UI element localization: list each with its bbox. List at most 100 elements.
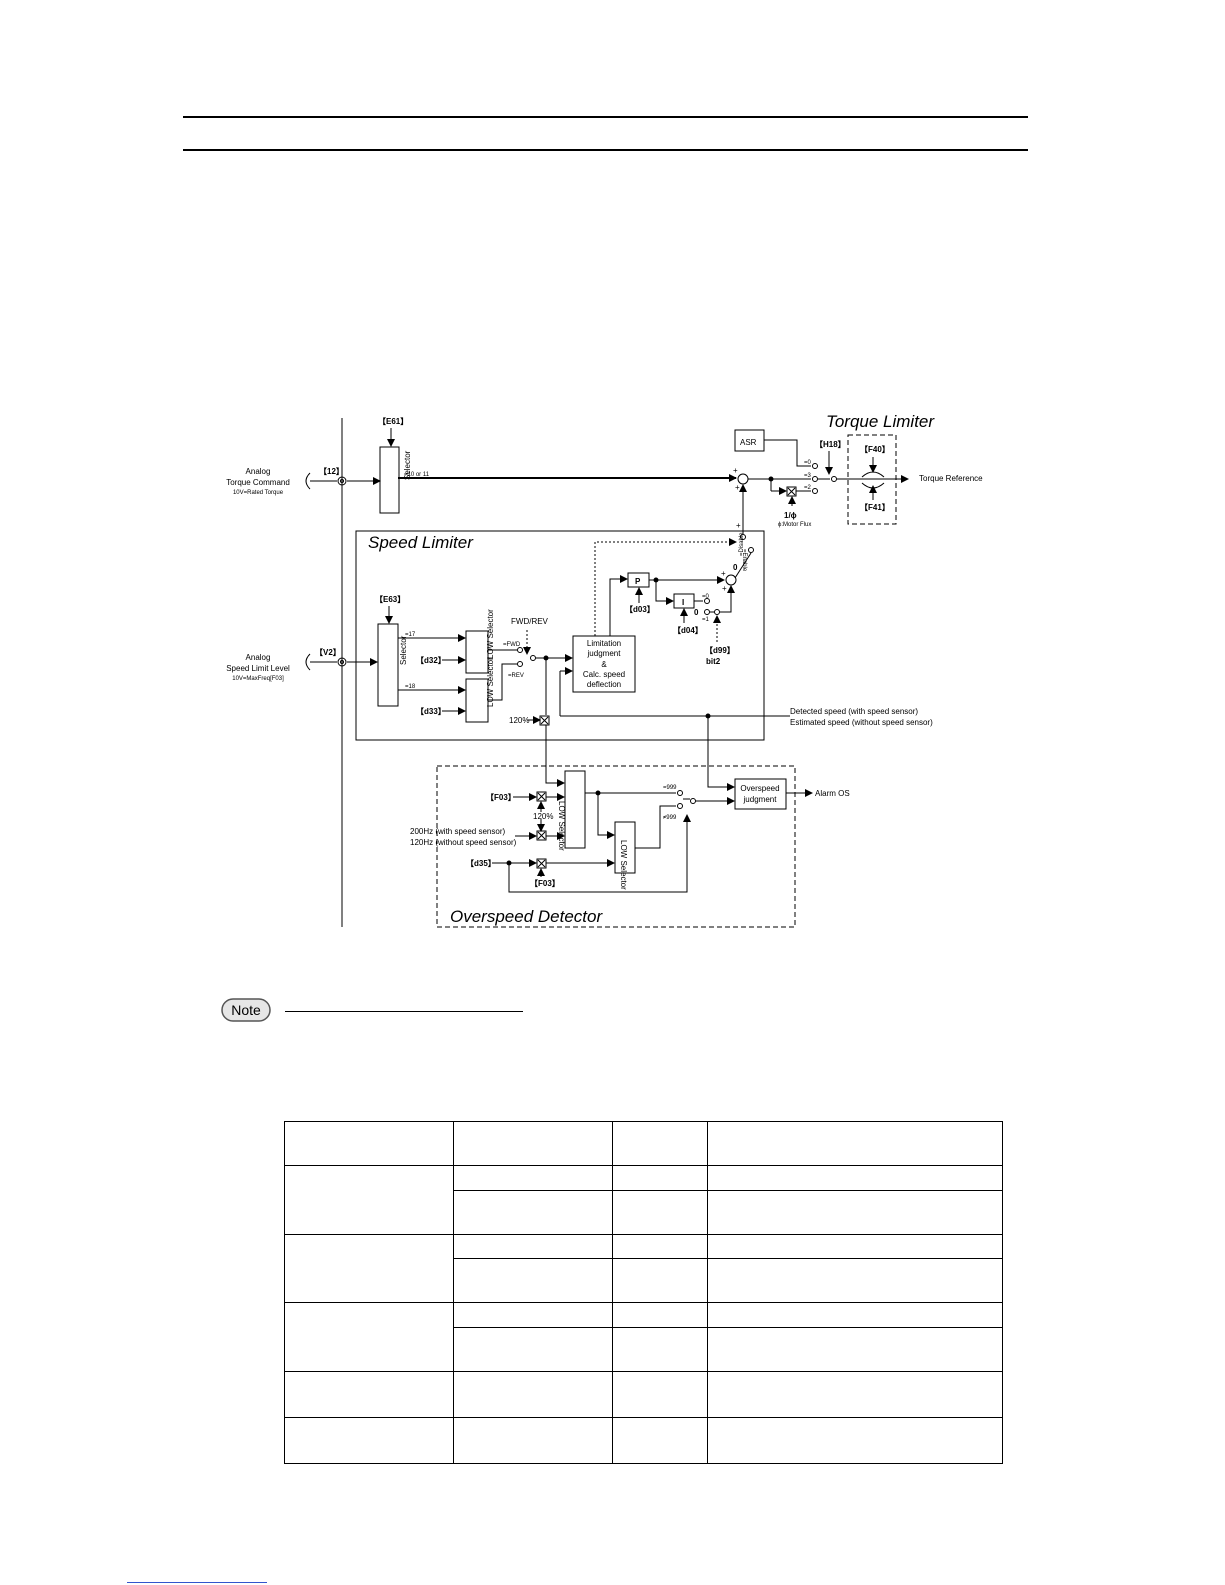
plus-sign-p: +: [721, 569, 726, 578]
eq0-label: =0: [804, 460, 812, 466]
torque-command-label: Torque Command: [226, 478, 290, 487]
table-cell: [612, 1327, 708, 1372]
param-d04: 【d04】: [673, 625, 703, 635]
table-cell: [453, 1234, 613, 1259]
table-cell: [453, 1302, 613, 1328]
param-d33: 【d33】: [416, 706, 446, 716]
table-cell: [612, 1165, 708, 1191]
table-cell: [453, 1165, 613, 1191]
table-cell: [284, 1121, 454, 1166]
table-cell: [612, 1371, 708, 1418]
table-cell: [284, 1371, 454, 1418]
table-row: [284, 1121, 1003, 1166]
note-rule: [285, 1011, 523, 1012]
hz200-label: 200Hz (with speed sensor): [410, 827, 505, 836]
table-cell: [612, 1302, 708, 1328]
zero-i-label: 0: [694, 608, 699, 617]
low-selector-4-label: LOW Selector: [619, 840, 628, 890]
param-f41: 【F41】: [860, 502, 890, 512]
param-d99: 【d99】: [705, 645, 735, 655]
table-cell: [453, 1371, 613, 1418]
plus-sign-i: +: [722, 584, 727, 593]
plus-sign-top: +: [733, 466, 738, 475]
table-cell: [612, 1417, 708, 1464]
table-cell: [612, 1234, 708, 1259]
table-row: [284, 1302, 1003, 1372]
enable-label: =Enable: [741, 549, 747, 572]
low-selector-1-label: LOW Selector: [486, 609, 495, 659]
analog-label-1: Analog: [246, 467, 271, 476]
table-cell: [707, 1190, 1003, 1235]
param-f40: 【F40】: [860, 444, 890, 454]
note-label: Note: [231, 1002, 261, 1018]
param-12: 【12】: [319, 466, 344, 476]
bit2-label: bit2: [706, 657, 721, 666]
overspeed-detector-title: Overspeed Detector: [450, 907, 603, 926]
table-cell: [707, 1258, 1003, 1303]
table-cell: [707, 1234, 1003, 1259]
header-rule-top: [183, 116, 1028, 118]
eq-fwd-label: =FWD: [503, 642, 521, 648]
limitation-line-4: Calc. speed: [583, 670, 625, 679]
table-cell: [707, 1417, 1003, 1464]
overspeed-line-2: judgment: [743, 795, 778, 804]
torque-limiter-title: Torque Limiter: [826, 412, 935, 431]
eq999-label: =999: [663, 785, 677, 791]
param-d35: 【d35】: [466, 858, 496, 868]
eq18-label: =18: [405, 684, 416, 690]
table-row: [284, 1417, 1003, 1464]
selector-e63-label: Selector: [399, 635, 408, 665]
eq0-i-label: =0: [702, 594, 710, 600]
param-e63: 【E63】: [375, 594, 405, 604]
eq1-i-label: =1: [702, 617, 710, 623]
alarm-label: Alarm OS: [815, 789, 850, 798]
table-cell: [453, 1121, 613, 1166]
table-cell: [612, 1190, 708, 1235]
param-e61: 【E61】: [378, 416, 408, 426]
i-block-label: I: [682, 598, 684, 607]
pct120-overspeed-label: 120%: [533, 812, 553, 821]
table-cell: [612, 1121, 708, 1166]
param-f03-a: 【F03】: [486, 792, 516, 802]
parameter-table: [284, 1121, 1003, 1464]
limitation-line-1: Limitation: [587, 639, 621, 648]
low-selector-3-label: LOW Selector: [557, 801, 566, 851]
low-selector-2-label: LOW Selector: [486, 657, 495, 707]
inv-phi-label: 1/ϕ: [784, 511, 797, 520]
table-row: [284, 1371, 1003, 1418]
table-cell: [707, 1371, 1003, 1418]
selector-e61-label: Selector: [403, 450, 412, 480]
limitation-line-2: judgment: [587, 649, 622, 658]
speed-limit-level-label: Speed Limit Level: [226, 664, 290, 673]
param-v2: 【V2】: [315, 647, 341, 657]
table-cell: [284, 1302, 454, 1372]
eq17-label: =17: [405, 632, 416, 638]
zero-enable-label: 0: [733, 563, 738, 572]
table-cell: [453, 1417, 613, 1464]
table-row: [284, 1234, 1003, 1303]
limitation-line-5: deflection: [587, 680, 621, 689]
table-row: [285, 1258, 1003, 1303]
header-rule-bottom: [183, 149, 1028, 151]
rated-torque-label: 10V=Rated Torque: [233, 490, 284, 496]
param-h18: 【H18】: [815, 439, 846, 449]
detected-speed-label: Detected speed (with speed sensor): [790, 707, 918, 716]
table-cell: [707, 1302, 1003, 1328]
table-cell: [453, 1190, 613, 1235]
plus-sign-sum: +: [736, 521, 741, 530]
asr-label: ASR: [740, 438, 757, 447]
plus-sign-bottom: +: [735, 483, 740, 492]
footer-link-underline[interactable]: [127, 1582, 267, 1583]
table-cell: [453, 1327, 613, 1372]
fwd-rev-label: FWD/REV: [511, 617, 549, 626]
pct120-speed-label: 120%: [509, 716, 529, 725]
table-cell: [707, 1165, 1003, 1191]
eq-rev-label: =REV: [508, 673, 524, 679]
table-row: [284, 1165, 1003, 1235]
overspeed-line-1: Overspeed: [740, 784, 779, 793]
speed-limiter-title: Speed Limiter: [368, 533, 474, 552]
table-cell: [612, 1258, 708, 1303]
table-cell: [707, 1327, 1003, 1372]
table-cell: [284, 1234, 454, 1303]
